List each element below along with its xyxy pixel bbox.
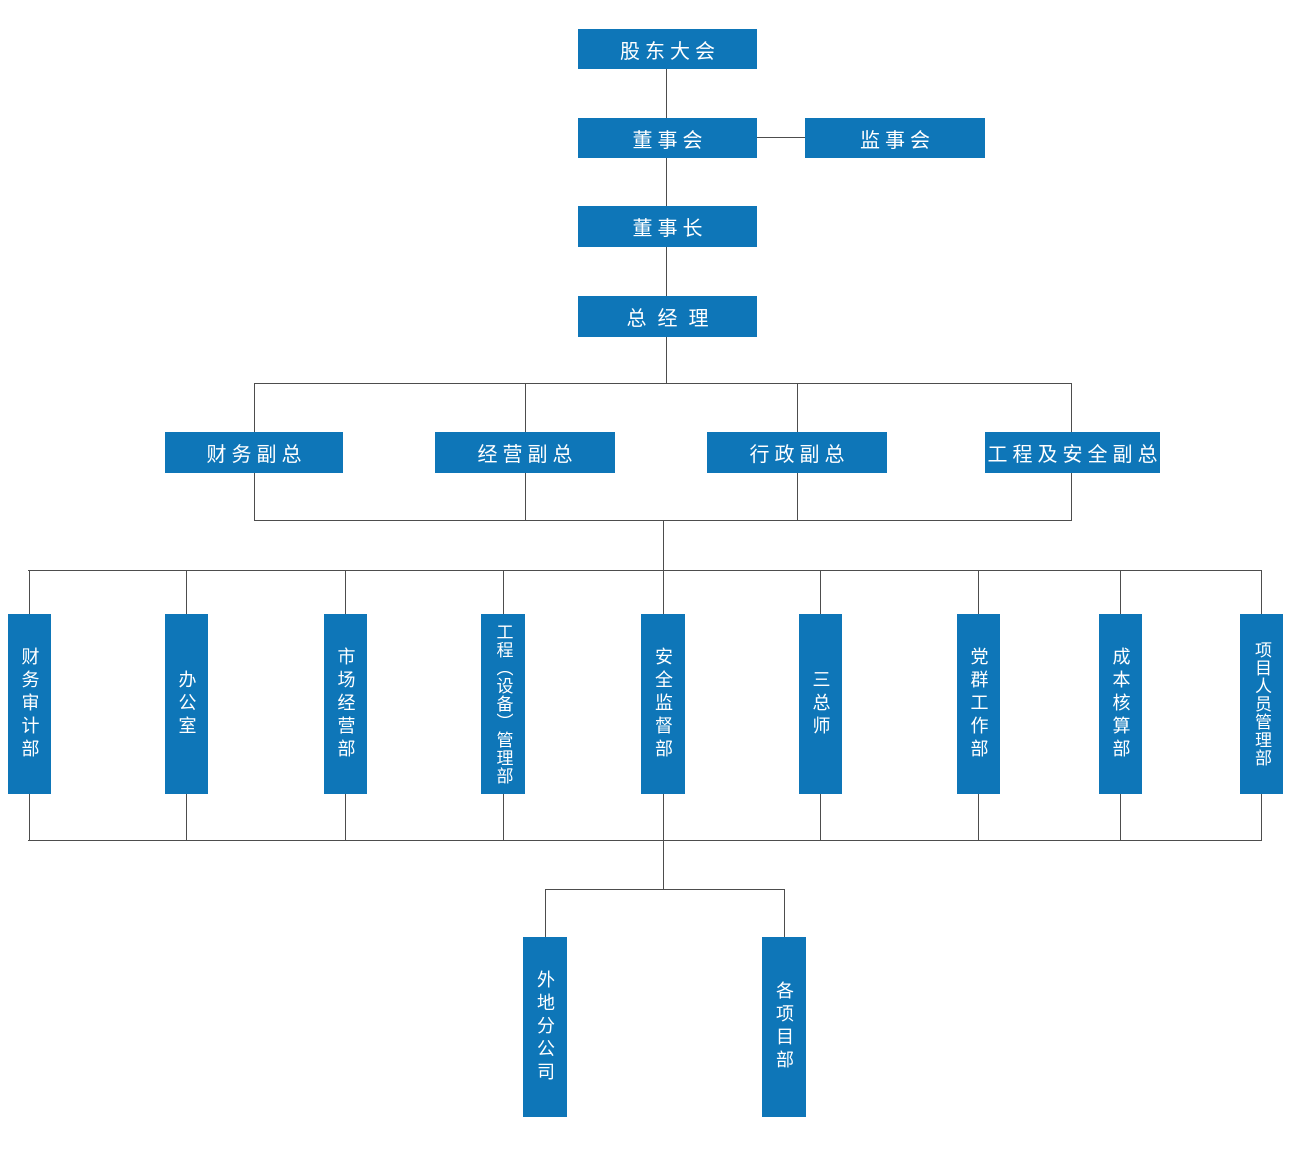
connector-board-to-chairman: [666, 158, 667, 206]
connector-gm-stem: [666, 337, 667, 384]
connector-vp-finance-riser: [254, 473, 255, 520]
org-node-chairman: 董事长: [578, 206, 757, 247]
connector-branch-split-line: [545, 889, 784, 890]
connector-dept-office-riser: [186, 794, 187, 840]
connector-dept-engineering-equipment-riser: [503, 794, 504, 840]
org-node-dept-safety-supervision: 安全监督部: [641, 614, 685, 794]
connector-dept-three-chief-engineers-drop: [820, 570, 821, 614]
connector-center-stem-upper: [663, 520, 664, 570]
connector-vp-distribution-line: [254, 383, 1072, 384]
org-node-dept-market-operation: 市场经营部: [324, 614, 367, 794]
connector-vp-engineering-safety-riser: [1071, 473, 1072, 520]
connector-vp-operations-drop: [525, 383, 526, 432]
connector-dept-finance-audit-drop: [29, 570, 30, 614]
connector-dept-project-personnel-drop: [1261, 570, 1262, 614]
org-node-dept-party-mass-work: 党群工作部: [957, 614, 1000, 794]
connector-dept-project-personnel-riser: [1261, 794, 1262, 840]
connector-dept-party-mass-work-drop: [978, 570, 979, 614]
connector-dept-three-chief-engineers-riser: [820, 794, 821, 840]
org-node-dept-finance-audit: 财务审计部: [8, 614, 51, 794]
org-node-shareholders-meeting: 股东大会: [578, 29, 757, 69]
org-node-general-manager: 总经理: [578, 296, 757, 337]
connector-vp-finance-drop: [254, 383, 255, 432]
connector-chairman-to-gm: [666, 247, 667, 296]
connector-dept-safety-supervision-riser: [663, 794, 664, 840]
connector-dept-safety-supervision-drop: [663, 570, 664, 614]
connector-dept-engineering-equipment-drop: [503, 570, 504, 614]
connector-vp-administration-drop: [797, 383, 798, 432]
connector-board-to-supervisory: [757, 137, 805, 138]
connector-dept-party-mass-work-riser: [978, 794, 979, 840]
connector-dept-finance-audit-riser: [29, 794, 30, 840]
org-node-vp-engineering-safety: 工程及安全副总: [985, 432, 1160, 473]
connector-vp-engineering-safety-drop: [1071, 383, 1072, 432]
org-node-dept-cost-accounting: 成本核算部: [1099, 614, 1142, 794]
org-node-branch-project-departments: 各项目部: [762, 937, 806, 1117]
connector-center-stem-lower: [663, 840, 664, 889]
org-node-vp-administration: 行政副总: [707, 432, 887, 473]
connector-dept-distribution-line: [28, 570, 1262, 571]
connector-dept-collector-line: [28, 840, 1262, 841]
org-node-branch-remote-subsidiaries: 外地分公司: [523, 937, 567, 1117]
org-node-supervisory-board: 监事会: [805, 118, 985, 158]
connector-dept-office-drop: [186, 570, 187, 614]
connector-dept-market-operation-riser: [345, 794, 346, 840]
org-node-vp-finance: 财务副总: [165, 432, 343, 473]
connector-dept-cost-accounting-drop: [1120, 570, 1121, 614]
org-node-dept-engineering-equipment: 工程（设备）管理部: [481, 614, 525, 794]
org-node-dept-project-personnel: 项目人员管理部: [1240, 614, 1283, 794]
connector-vp-operations-riser: [525, 473, 526, 520]
connector-branch-project-departments-drop: [784, 889, 785, 937]
connector-shareholders-to-board: [666, 69, 667, 118]
connector-dept-market-operation-drop: [345, 570, 346, 614]
org-node-board-of-directors: 董事会: [578, 118, 757, 158]
org-node-dept-three-chief-engineers: 三总师: [799, 614, 842, 794]
connector-vp-administration-riser: [797, 473, 798, 520]
connector-dept-cost-accounting-riser: [1120, 794, 1121, 840]
org-node-dept-office: 办公室: [165, 614, 208, 794]
org-node-vp-operations: 经营副总: [435, 432, 615, 473]
connector-branch-remote-subsidiaries-drop: [545, 889, 546, 937]
